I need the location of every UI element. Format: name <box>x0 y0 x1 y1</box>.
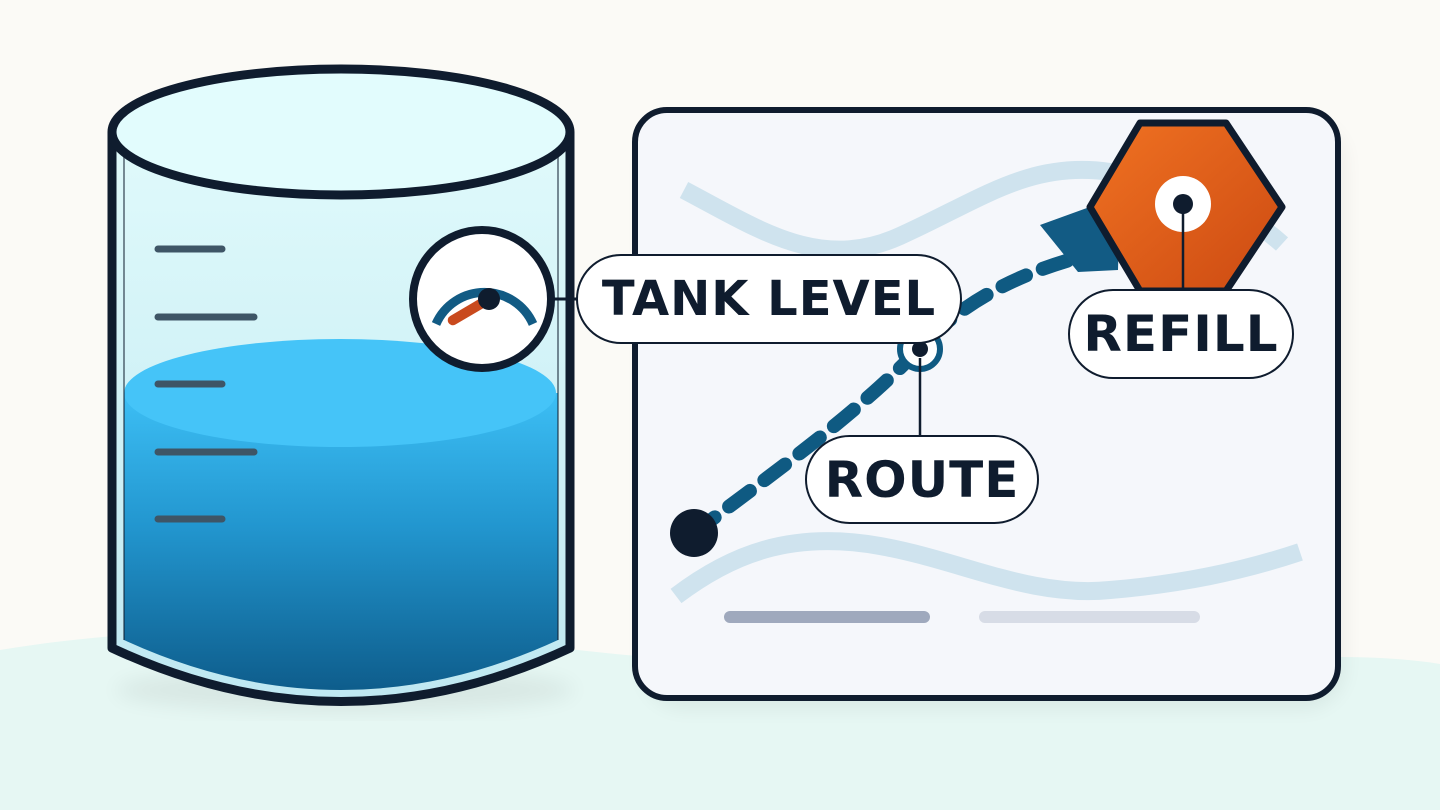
tank-water <box>124 339 558 690</box>
tank-level-label: TANK LEVEL <box>576 254 962 344</box>
start-point-icon <box>670 509 718 557</box>
tank-scale-marks <box>154 245 258 523</box>
route-label: ROUTE <box>805 435 1039 524</box>
location-pin-icon <box>1040 119 1286 295</box>
map-contour-bottom <box>670 532 1303 604</box>
refill-label: REFILL <box>1068 289 1294 379</box>
gauge-icon <box>409 226 555 372</box>
route-map-icon <box>632 107 1341 701</box>
water-tank-icon <box>107 64 575 706</box>
